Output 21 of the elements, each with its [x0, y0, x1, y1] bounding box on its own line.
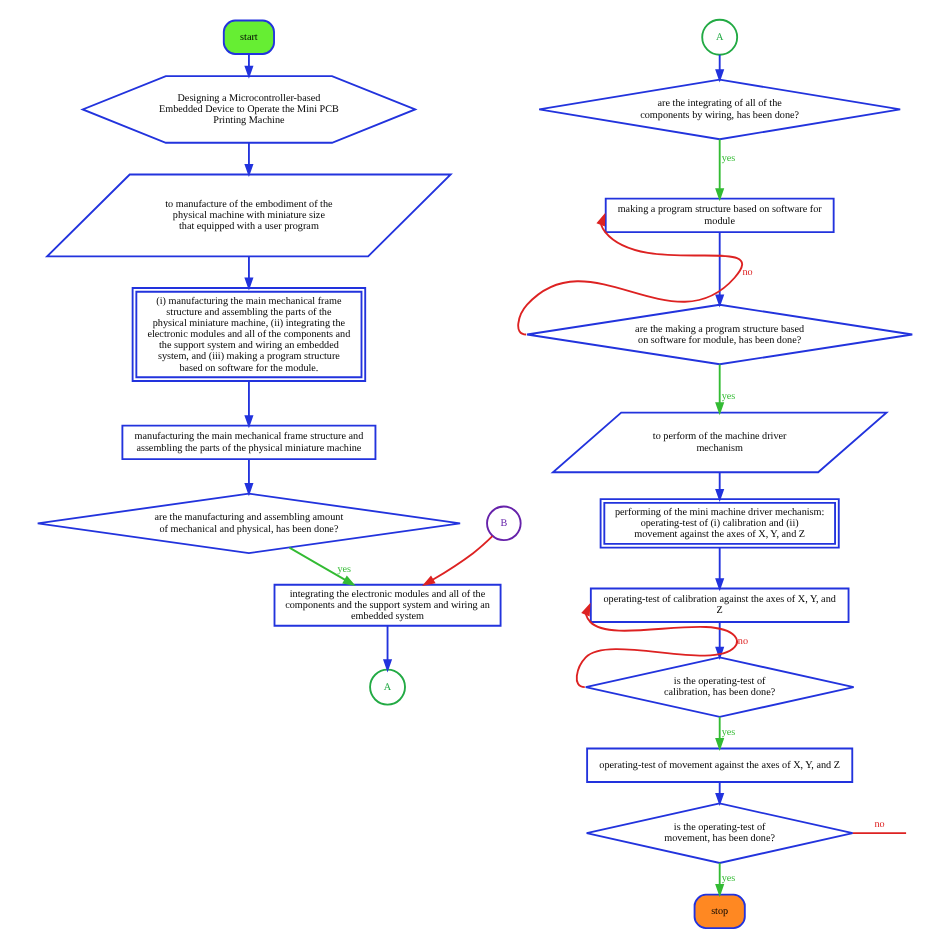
arrow [714, 471, 724, 502]
arrow [714, 53, 724, 83]
connector [850, 832, 906, 835]
arrow [574, 602, 738, 689]
arrow [382, 625, 392, 673]
arrow [714, 138, 724, 202]
arrow [243, 380, 253, 429]
arrow [421, 535, 493, 586]
arrow [714, 781, 724, 807]
arrow [287, 546, 355, 586]
arrow [516, 212, 742, 336]
arrow [243, 458, 253, 497]
arrow [714, 546, 724, 592]
arrow [714, 862, 724, 898]
arrow [243, 255, 253, 291]
arrow [714, 363, 724, 416]
arrow [714, 715, 724, 752]
arrow [714, 621, 724, 660]
arrow [714, 231, 724, 308]
arrow [243, 142, 253, 178]
arrow [243, 53, 253, 79]
